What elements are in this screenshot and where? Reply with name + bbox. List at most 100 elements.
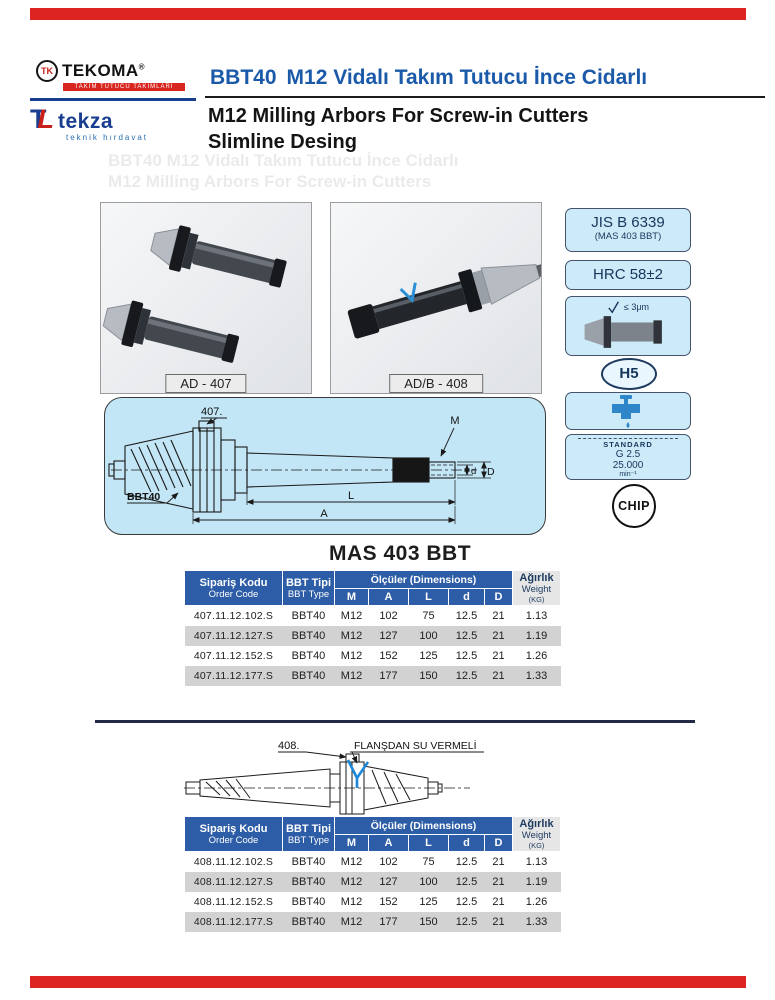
table-cell: 127: [379, 875, 398, 888]
table-cell: 177: [379, 669, 398, 682]
table-cell: 407.11.12.127.S: [193, 629, 274, 642]
header-col-m: M: [334, 588, 369, 606]
tekoma-mark-text: TK: [41, 66, 53, 76]
table-cell: 152: [379, 895, 398, 908]
table-cell: 102: [379, 855, 398, 868]
section-title-mas403bbt: MAS 403 BBT: [328, 542, 472, 565]
table-cell: 407.11.12.177.S: [193, 669, 274, 682]
table-cell: 21: [492, 895, 505, 908]
table-cell: 1.26: [525, 895, 548, 908]
dim-label-d: d: [471, 466, 476, 477]
table-cell: 408.11.12.127.S: [193, 875, 274, 888]
tekoma-name: TEKOMA®: [62, 61, 146, 80]
header-dimensions-group: Ölçüler (Dimensions): [334, 569, 513, 590]
product-photo-408: AD/B - 408: [330, 202, 542, 394]
balance-standard-label: STANDARD: [578, 438, 678, 449]
dimension-table-407: Sipariş Kodu Order Code BBT Tipi BBT Typ…: [184, 569, 561, 686]
title-underline: [205, 96, 765, 98]
table-cell: 12.5: [455, 855, 478, 868]
table-cell: 12.5: [455, 609, 478, 622]
header-order-code: Sipariş Kodu Order Code: [184, 570, 283, 606]
table-cell: 125: [419, 895, 438, 908]
table-cell: 125: [419, 649, 438, 662]
table-cell: BBT40: [291, 609, 326, 622]
subtitle-line1: M12 Milling Arbors For Screw-in Cutters: [208, 105, 589, 127]
tekza-mark-l: L: [37, 104, 55, 134]
header-order-code-2: Sipariş Kodu Order Code: [184, 816, 283, 852]
taper-label-bbt40: BBT40: [127, 491, 160, 503]
table-cell: BBT40: [291, 669, 326, 682]
table-cell: 150: [419, 669, 438, 682]
dim-label-l: L: [348, 490, 354, 502]
drawing-ref-408: 408.: [278, 740, 299, 752]
spec-balance-box: STANDARD G 2.5 25.000 min⁻¹: [565, 434, 691, 480]
tekza-rule: [30, 98, 196, 101]
table-cell: 408.11.12.102.S: [193, 855, 274, 868]
table-cell: 407.11.12.102.S: [193, 609, 274, 622]
table-cell: 12.5: [455, 669, 478, 682]
table-cell: M12: [340, 875, 363, 888]
leaders-408: [278, 751, 484, 764]
table-cell: 75: [422, 855, 435, 868]
toolholder-top: [150, 225, 287, 288]
table-cell: 21: [492, 609, 505, 622]
table-cell: M12: [340, 855, 363, 868]
table-cell: 21: [492, 855, 505, 868]
table-cell: 12.5: [455, 875, 478, 888]
dimension-lines: [127, 417, 491, 524]
coolant-channel: [346, 759, 370, 788]
tekza-name: tekza: [58, 110, 114, 133]
tekoma-logo: TK TEKOMA® TAKIM TUTUCU TAKIMLARI: [36, 60, 196, 91]
top-red-bar: [30, 8, 746, 20]
table-cell: M12: [340, 915, 363, 928]
subtitle-line2: Slimline Desing: [208, 131, 357, 153]
dim-label-D: D: [487, 466, 495, 478]
table-cell: 150: [419, 915, 438, 928]
toolholder-outline-408: [184, 753, 470, 815]
table-cell: 21: [492, 669, 505, 682]
table-cell: M12: [340, 669, 363, 682]
header-col-D-2: D: [484, 834, 513, 852]
table-cell: 102: [379, 609, 398, 622]
table-cell: 100: [419, 629, 438, 642]
table-cell: 408.11.12.152.S: [193, 895, 274, 908]
coolant-note: FLANŞDAN SU VERMELİ: [354, 739, 477, 752]
toolholder-outline: [108, 420, 477, 513]
product-photo-407: AD - 407: [100, 202, 312, 394]
header-bbt-type-2: BBT Tipi BBT Type: [282, 816, 335, 852]
technical-drawing-407: 407. M d D L A BBT40: [104, 397, 546, 535]
title-product-code: BBT40: [210, 66, 277, 89]
jis-standard: JIS B 6339: [591, 214, 665, 231]
table-cell: 1.33: [525, 915, 548, 928]
table-cell: 1.19: [525, 629, 548, 642]
table-cell: 21: [492, 875, 505, 888]
table-cell: 12.5: [455, 629, 478, 642]
spec-coolant-box: [565, 392, 691, 430]
toolholder-photo-illustration-2: [347, 263, 541, 339]
faucet-icon: [612, 395, 640, 428]
coolant-mark: [399, 282, 417, 304]
table-cell: 152: [379, 649, 398, 662]
balance-grade: G 2.5: [615, 449, 641, 461]
table-cell: 100: [419, 875, 438, 888]
spec-hardness-box: HRC 58±2: [565, 260, 691, 290]
toolholder-photo-illustration: [102, 225, 287, 363]
bottom-red-bar: [30, 976, 746, 988]
photo-label-408: AD/B - 408: [389, 374, 483, 393]
photo-label-407: AD - 407: [165, 374, 247, 393]
table-cell: 12.5: [455, 649, 478, 662]
drawing-ref-407: 407.: [201, 406, 222, 418]
table-cell: BBT40: [291, 915, 326, 928]
dim-label-m: M: [450, 415, 459, 427]
spec-jis-box: JIS B 6339 (MAS 403 BBT): [565, 208, 691, 252]
table-cell: BBT40: [291, 629, 326, 642]
header-col-m-2: M: [334, 834, 369, 852]
watermark-text: BBT40 M12 Vidalı Takım Tutucu İnce Cidar…: [108, 151, 459, 191]
tekza-mark-t: T: [30, 104, 47, 134]
dimension-table-408: Sipariş Kodu Order Code BBT Tipi BBT Typ…: [184, 815, 561, 932]
